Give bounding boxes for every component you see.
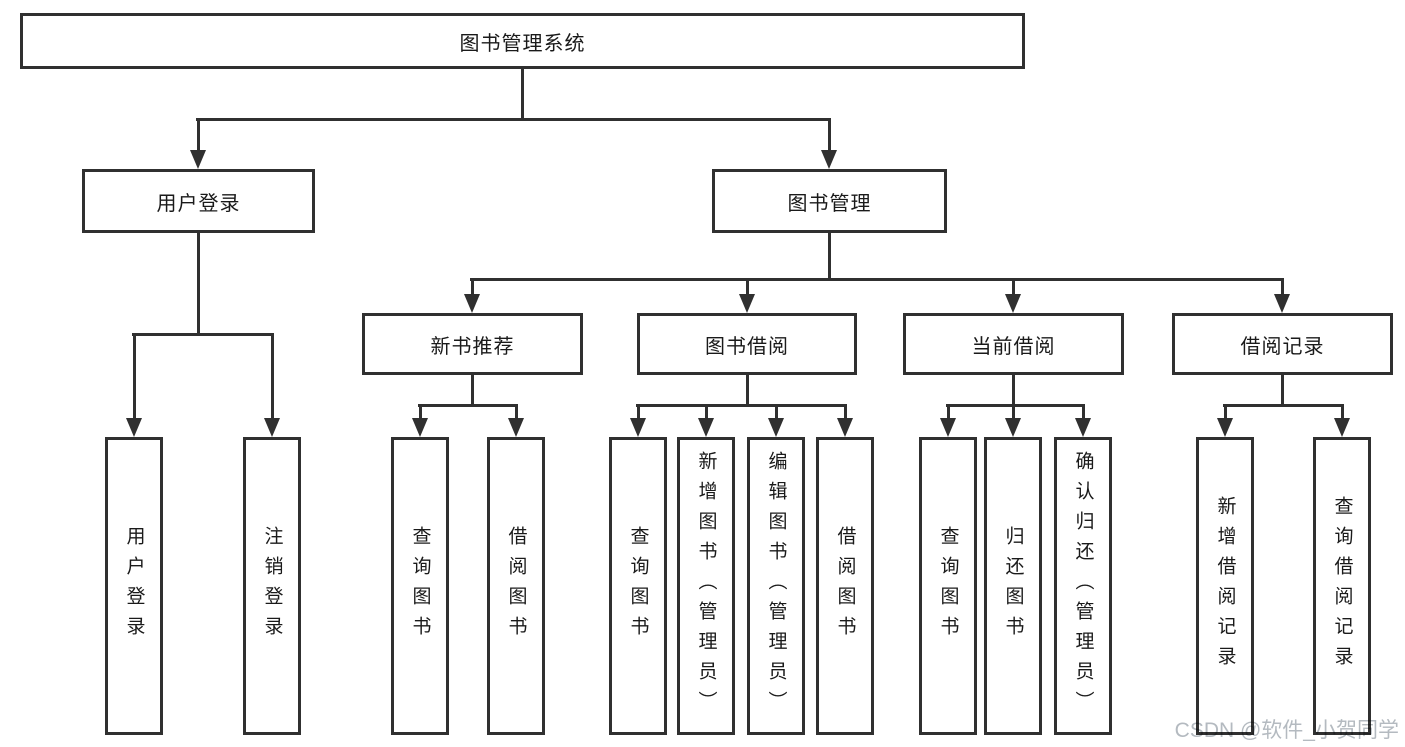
connector-line [132, 333, 274, 336]
leaf-borrow-add-books: 新增图书（管理员） [677, 437, 735, 735]
leaf-current-return-books: 归还图书 [984, 437, 1042, 735]
arrow-down-icon [768, 418, 784, 437]
connector-line [271, 333, 274, 420]
arrow-down-icon [1005, 418, 1021, 437]
connector-line [1223, 404, 1344, 407]
connector-line [637, 404, 640, 420]
leaf-records-query-record: 查询借阅记录 [1313, 437, 1371, 735]
arrow-down-icon [1075, 418, 1091, 437]
connector-line [636, 404, 847, 407]
connector-line [521, 69, 524, 120]
arrow-down-icon [821, 150, 837, 169]
node-new-book-rec: 新书推荐 [362, 313, 583, 375]
arrow-down-icon [739, 294, 755, 313]
connector-line [471, 375, 474, 406]
connector-line [197, 233, 200, 335]
connector-line [828, 118, 831, 152]
connector-line [470, 278, 1284, 281]
arrow-down-icon [698, 418, 714, 437]
node-borrow-records: 借阅记录 [1172, 313, 1393, 375]
leaf-newrec-borrow-books: 借阅图书 [487, 437, 545, 735]
arrow-down-icon [837, 418, 853, 437]
connector-line [1012, 375, 1015, 406]
leaf-records-add-record: 新增借阅记录 [1196, 437, 1254, 735]
node-root: 图书管理系统 [20, 13, 1025, 69]
connector-line [1082, 404, 1085, 420]
csdn-watermark: CSDN @软件_小贺同学 [1174, 719, 1399, 742]
arrow-down-icon [190, 150, 206, 169]
connector-line [197, 118, 200, 152]
node-user-login: 用户登录 [82, 169, 315, 233]
connector-line [1012, 404, 1015, 420]
leaf-current-confirm-return: 确认归还（管理员） [1054, 437, 1112, 735]
node-current-borrow: 当前借阅 [903, 313, 1124, 375]
arrow-down-icon [940, 418, 956, 437]
arrow-down-icon [264, 418, 280, 437]
connector-line [828, 233, 831, 280]
connector-line [947, 404, 950, 420]
arrow-down-icon [508, 418, 524, 437]
connector-line [1281, 278, 1284, 296]
node-book-mgmt: 图书管理 [712, 169, 947, 233]
arrow-down-icon [1334, 418, 1350, 437]
leaf-borrow-edit-books: 编辑图书（管理员） [747, 437, 805, 735]
leaf-current-query-books: 查询图书 [919, 437, 977, 735]
leaf-user-login: 用户登录 [105, 437, 163, 735]
leaf-logout: 注销登录 [243, 437, 301, 735]
arrow-down-icon [126, 418, 142, 437]
leaf-borrow-borrow-books: 借阅图书 [816, 437, 874, 735]
arrow-down-icon [412, 418, 428, 437]
connector-line [1341, 404, 1344, 420]
arrow-down-icon [1274, 294, 1290, 313]
connector-line [775, 404, 778, 420]
connector-line [471, 278, 474, 296]
connector-line [746, 375, 749, 406]
connector-line [946, 404, 1085, 407]
leaf-newrec-query-books: 查询图书 [391, 437, 449, 735]
connector-line [705, 404, 708, 420]
connector-line [1281, 375, 1284, 406]
connector-line [746, 278, 749, 296]
connector-line [418, 404, 518, 407]
connector-line [133, 333, 136, 420]
connector-line [515, 404, 518, 420]
connector-line [1012, 278, 1015, 296]
connector-line [1224, 404, 1227, 420]
connector-line [419, 404, 422, 420]
connector-line [844, 404, 847, 420]
arrow-down-icon [630, 418, 646, 437]
arrow-down-icon [464, 294, 480, 313]
arrow-down-icon [1217, 418, 1233, 437]
node-book-borrow: 图书借阅 [637, 313, 857, 375]
connector-line [196, 118, 831, 121]
leaf-borrow-query-books: 查询图书 [609, 437, 667, 735]
arrow-down-icon [1005, 294, 1021, 313]
